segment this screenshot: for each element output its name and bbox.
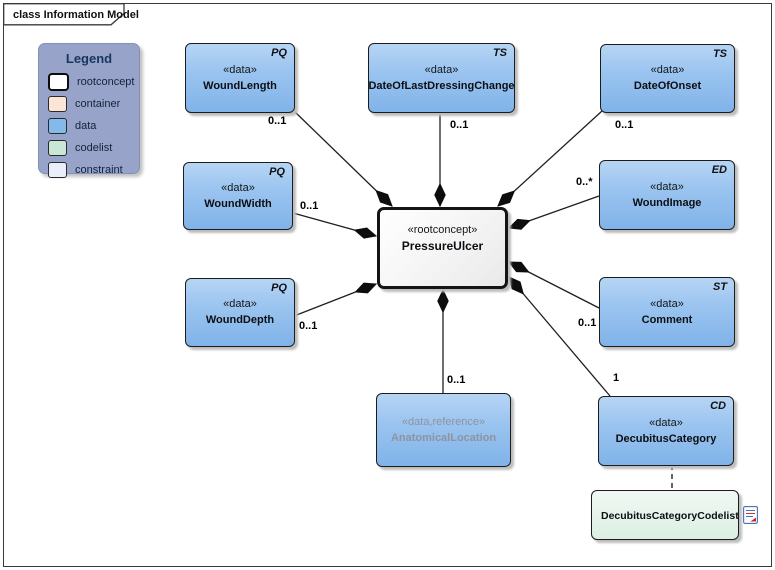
stereotype: «data» [223, 63, 257, 76]
multiplicity-label: 0..1 [578, 317, 597, 329]
edge-dateofonset-pressureulcer[interactable] [498, 110, 603, 206]
legend-item-label: rootconcept [77, 76, 135, 88]
node-name: WoundImage [632, 196, 702, 209]
node-pressureulcer[interactable]: «rootconcept» PressureUlcer [377, 207, 508, 289]
stereotype: «rootconcept» [407, 224, 478, 236]
legend-item-label: constraint [75, 164, 123, 176]
edge-woundlength-pressureulcer[interactable] [293, 110, 392, 206]
legend-item-container: container [48, 93, 139, 115]
legend-item-codelist: codelist [48, 137, 139, 159]
multiplicity-label: 0..1 [268, 115, 287, 127]
node-name: AnatomicalLocation [390, 431, 497, 444]
diagram-frame [3, 3, 772, 567]
type-tag: PQ [271, 282, 287, 294]
frame-tab-label: class Information Model [13, 9, 139, 21]
multiplicity-label: 0..1 [447, 374, 466, 386]
multiplicity-label: 0..1 [299, 320, 318, 332]
legend-item-label: container [75, 98, 121, 110]
multiplicity-label: 0..1 [615, 119, 634, 131]
edge-decubituscategory-pressureulcer[interactable] [509, 277, 611, 397]
edge-comment-pressureulcer[interactable] [509, 261, 600, 309]
type-tag: CD [710, 400, 726, 412]
frame-tab-shape [3, 3, 125, 26]
stereotype: «data,reference» [401, 415, 486, 428]
stereotype: «data» [650, 297, 684, 310]
container-swatch [48, 96, 67, 112]
multiplicity-label: 0..1 [300, 200, 319, 212]
edge-woundimage-pressureulcer[interactable] [509, 195, 600, 228]
codelist-swatch [48, 140, 67, 156]
legend-title: Legend [65, 51, 113, 66]
type-tag: ED [711, 164, 727, 176]
constraint-swatch [48, 162, 67, 178]
node-name: DecubitusCategoryCodelist [601, 509, 739, 522]
node-woundlength[interactable]: PQ «data» WoundLength [185, 43, 295, 113]
node-name: PressureUlcer [401, 239, 484, 253]
type-tag: TS [712, 48, 727, 60]
stereotype: «data» [221, 181, 255, 194]
node-dateoflastdressingchange[interactable]: TS «data» DateOfLastDressingChange [368, 43, 515, 113]
legend-item-constraint: constraint [48, 159, 139, 181]
codelist-document-icon [742, 506, 758, 524]
node-comment[interactable]: ST «data» Comment [599, 277, 735, 347]
node-name: Comment [641, 313, 693, 326]
node-decubituscategory[interactable]: CD «data» DecubitusCategory [598, 396, 734, 466]
data-swatch [48, 118, 67, 134]
multiplicity-label: 1 [613, 372, 620, 384]
stereotype: «data» [650, 64, 685, 76]
node-name: WoundLength [203, 79, 277, 92]
edge-woundwidth-pressureulcer[interactable] [292, 212, 376, 236]
node-woundwidth[interactable]: PQ «data» WoundWidth [183, 162, 293, 230]
type-tag: ST [712, 281, 727, 293]
stereotype: «data» [424, 63, 459, 76]
node-decubituscategorycodelist[interactable]: DecubitusCategoryCodelist [591, 490, 758, 540]
node-woundimage[interactable]: ED «data» WoundImage [599, 160, 735, 230]
multiplicity-label: 0..1 [450, 119, 469, 131]
node-anatomicallocation[interactable]: «data,reference» AnatomicalLocation [376, 393, 511, 467]
node-name: WoundWidth [204, 197, 272, 210]
legend: Legend rootconcept container data codeli… [38, 43, 140, 178]
rootconcept-swatch [48, 73, 69, 91]
type-tag: PQ [271, 47, 287, 59]
stereotype: «data» [649, 416, 683, 429]
legend-item-label: data [75, 120, 97, 132]
multiplicity-label: 0..* [576, 176, 593, 188]
stereotype: «data» [223, 298, 257, 310]
stereotype: «data» [650, 180, 684, 193]
node-dateofonset[interactable]: TS «data» DateOfOnset [600, 44, 735, 113]
node-name: WoundDepth [205, 314, 275, 326]
legend-item-data: data [48, 115, 139, 137]
legend-item-rootconcept: rootconcept [48, 71, 139, 93]
edge-wounddepth-pressureulcer[interactable] [293, 284, 376, 317]
node-wounddepth[interactable]: PQ «data» WoundDepth [185, 278, 295, 347]
type-tag: PQ [269, 166, 285, 178]
node-name: DecubitusCategory [615, 432, 717, 445]
node-name: DateOfOnset [633, 80, 702, 92]
legend-item-label: codelist [75, 142, 113, 154]
type-tag: TS [492, 47, 507, 59]
diagram-frame-tab: class Information Model [3, 3, 139, 26]
node-name: DateOfLastDressingChange [368, 79, 515, 92]
